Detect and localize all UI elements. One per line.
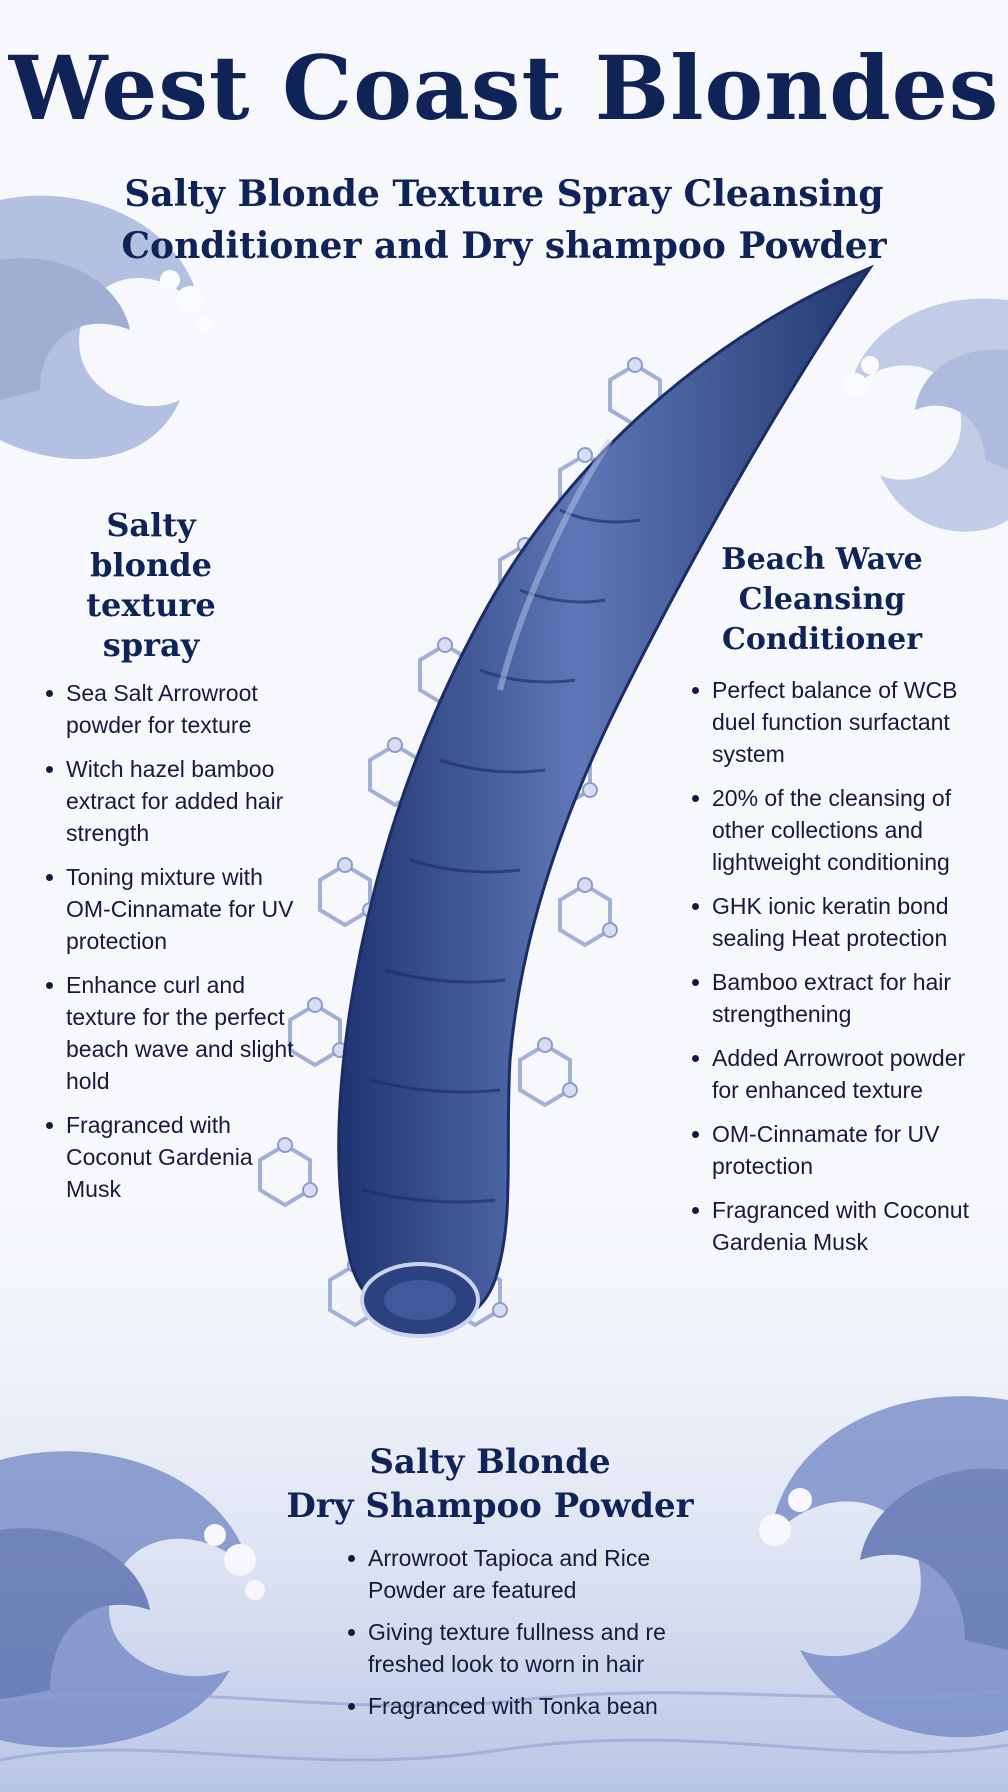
title-line: texture spray xyxy=(86,586,216,664)
cleansing-conditioner-title: Beach Wave Cleansing Conditioner xyxy=(682,540,962,660)
dry-shampoo-features: Arrowroot Tapioca and Rice Powder are fe… xyxy=(348,1542,720,1722)
subtitle-line: Salty Blonde Texture Spray Cleansing xyxy=(124,173,884,215)
texture-spray-features: Sea Salt Arrowroot powder for texture Wi… xyxy=(46,677,306,1205)
feature-item: OM-Cinnamate for UV protection xyxy=(692,1118,972,1182)
title-line: Dry Shampoo Powder xyxy=(286,1486,694,1526)
feature-item: Fragranced with Coconut Gardenia Musk xyxy=(46,1109,306,1205)
dry-shampoo-title: Salty Blonde Dry Shampoo Powder xyxy=(280,1440,700,1528)
feature-item: Toning mixture with OM-Cinnamate for UV … xyxy=(46,861,306,957)
feature-item: Bamboo extract for hair strengthening xyxy=(692,966,972,1030)
texture-spray-panel: Salty blonde texture spray Sea Salt Arro… xyxy=(46,505,306,1217)
feature-item: Arrowroot Tapioca and Rice Powder are fe… xyxy=(348,1542,720,1606)
wave-top-right-icon xyxy=(843,298,1008,532)
wave-bottom-left-icon xyxy=(0,1451,265,1748)
title-line: Beach Wave xyxy=(721,542,923,577)
subtitle-line: Conditioner and Dry shampoo Powder xyxy=(121,225,887,267)
dry-shampoo-panel: Salty Blonde Dry Shampoo Powder Arrowroo… xyxy=(286,1440,720,1732)
feature-item: Perfect balance of WCB duel function sur… xyxy=(692,674,972,770)
feature-item: Sea Salt Arrowroot powder for texture xyxy=(46,677,306,741)
feature-item: Fragranced with Tonka bean xyxy=(348,1690,720,1722)
feature-item: GHK ionic keratin bond sealing Heat prot… xyxy=(692,890,972,954)
wave-bottom-right-icon xyxy=(759,1396,1008,1738)
hair-strand-illustration xyxy=(337,264,875,1338)
feature-item: Witch hazel bamboo extract for added hai… xyxy=(46,753,306,849)
title-line: Cleansing Conditioner xyxy=(721,582,923,657)
cleansing-conditioner-features: Perfect balance of WCB duel function sur… xyxy=(692,674,972,1258)
feature-item: Fragranced with Coconut Gardenia Musk xyxy=(692,1194,972,1258)
texture-spray-title: Salty blonde texture spray xyxy=(46,505,256,665)
title-line: Salty blonde xyxy=(90,506,212,584)
feature-item: Enhance curl and texture for the perfect… xyxy=(46,969,306,1097)
feature-item: 20% of the cleansing of other collection… xyxy=(692,782,972,878)
page-subtitle: Salty Blonde Texture Spray Cleansing Con… xyxy=(120,168,888,272)
title-line: Salty Blonde xyxy=(369,1442,611,1482)
cleansing-conditioner-panel: Beach Wave Cleansing Conditioner Perfect… xyxy=(692,540,972,1270)
page-title: West Coast Blondes xyxy=(8,36,1000,140)
sea-swell-icon xyxy=(0,1688,1008,1762)
feature-item: Added Arrowroot powder for enhanced text… xyxy=(692,1042,972,1106)
feature-item: Giving texture fullness and re freshed l… xyxy=(348,1616,720,1680)
wave-top-left-icon xyxy=(0,195,214,460)
